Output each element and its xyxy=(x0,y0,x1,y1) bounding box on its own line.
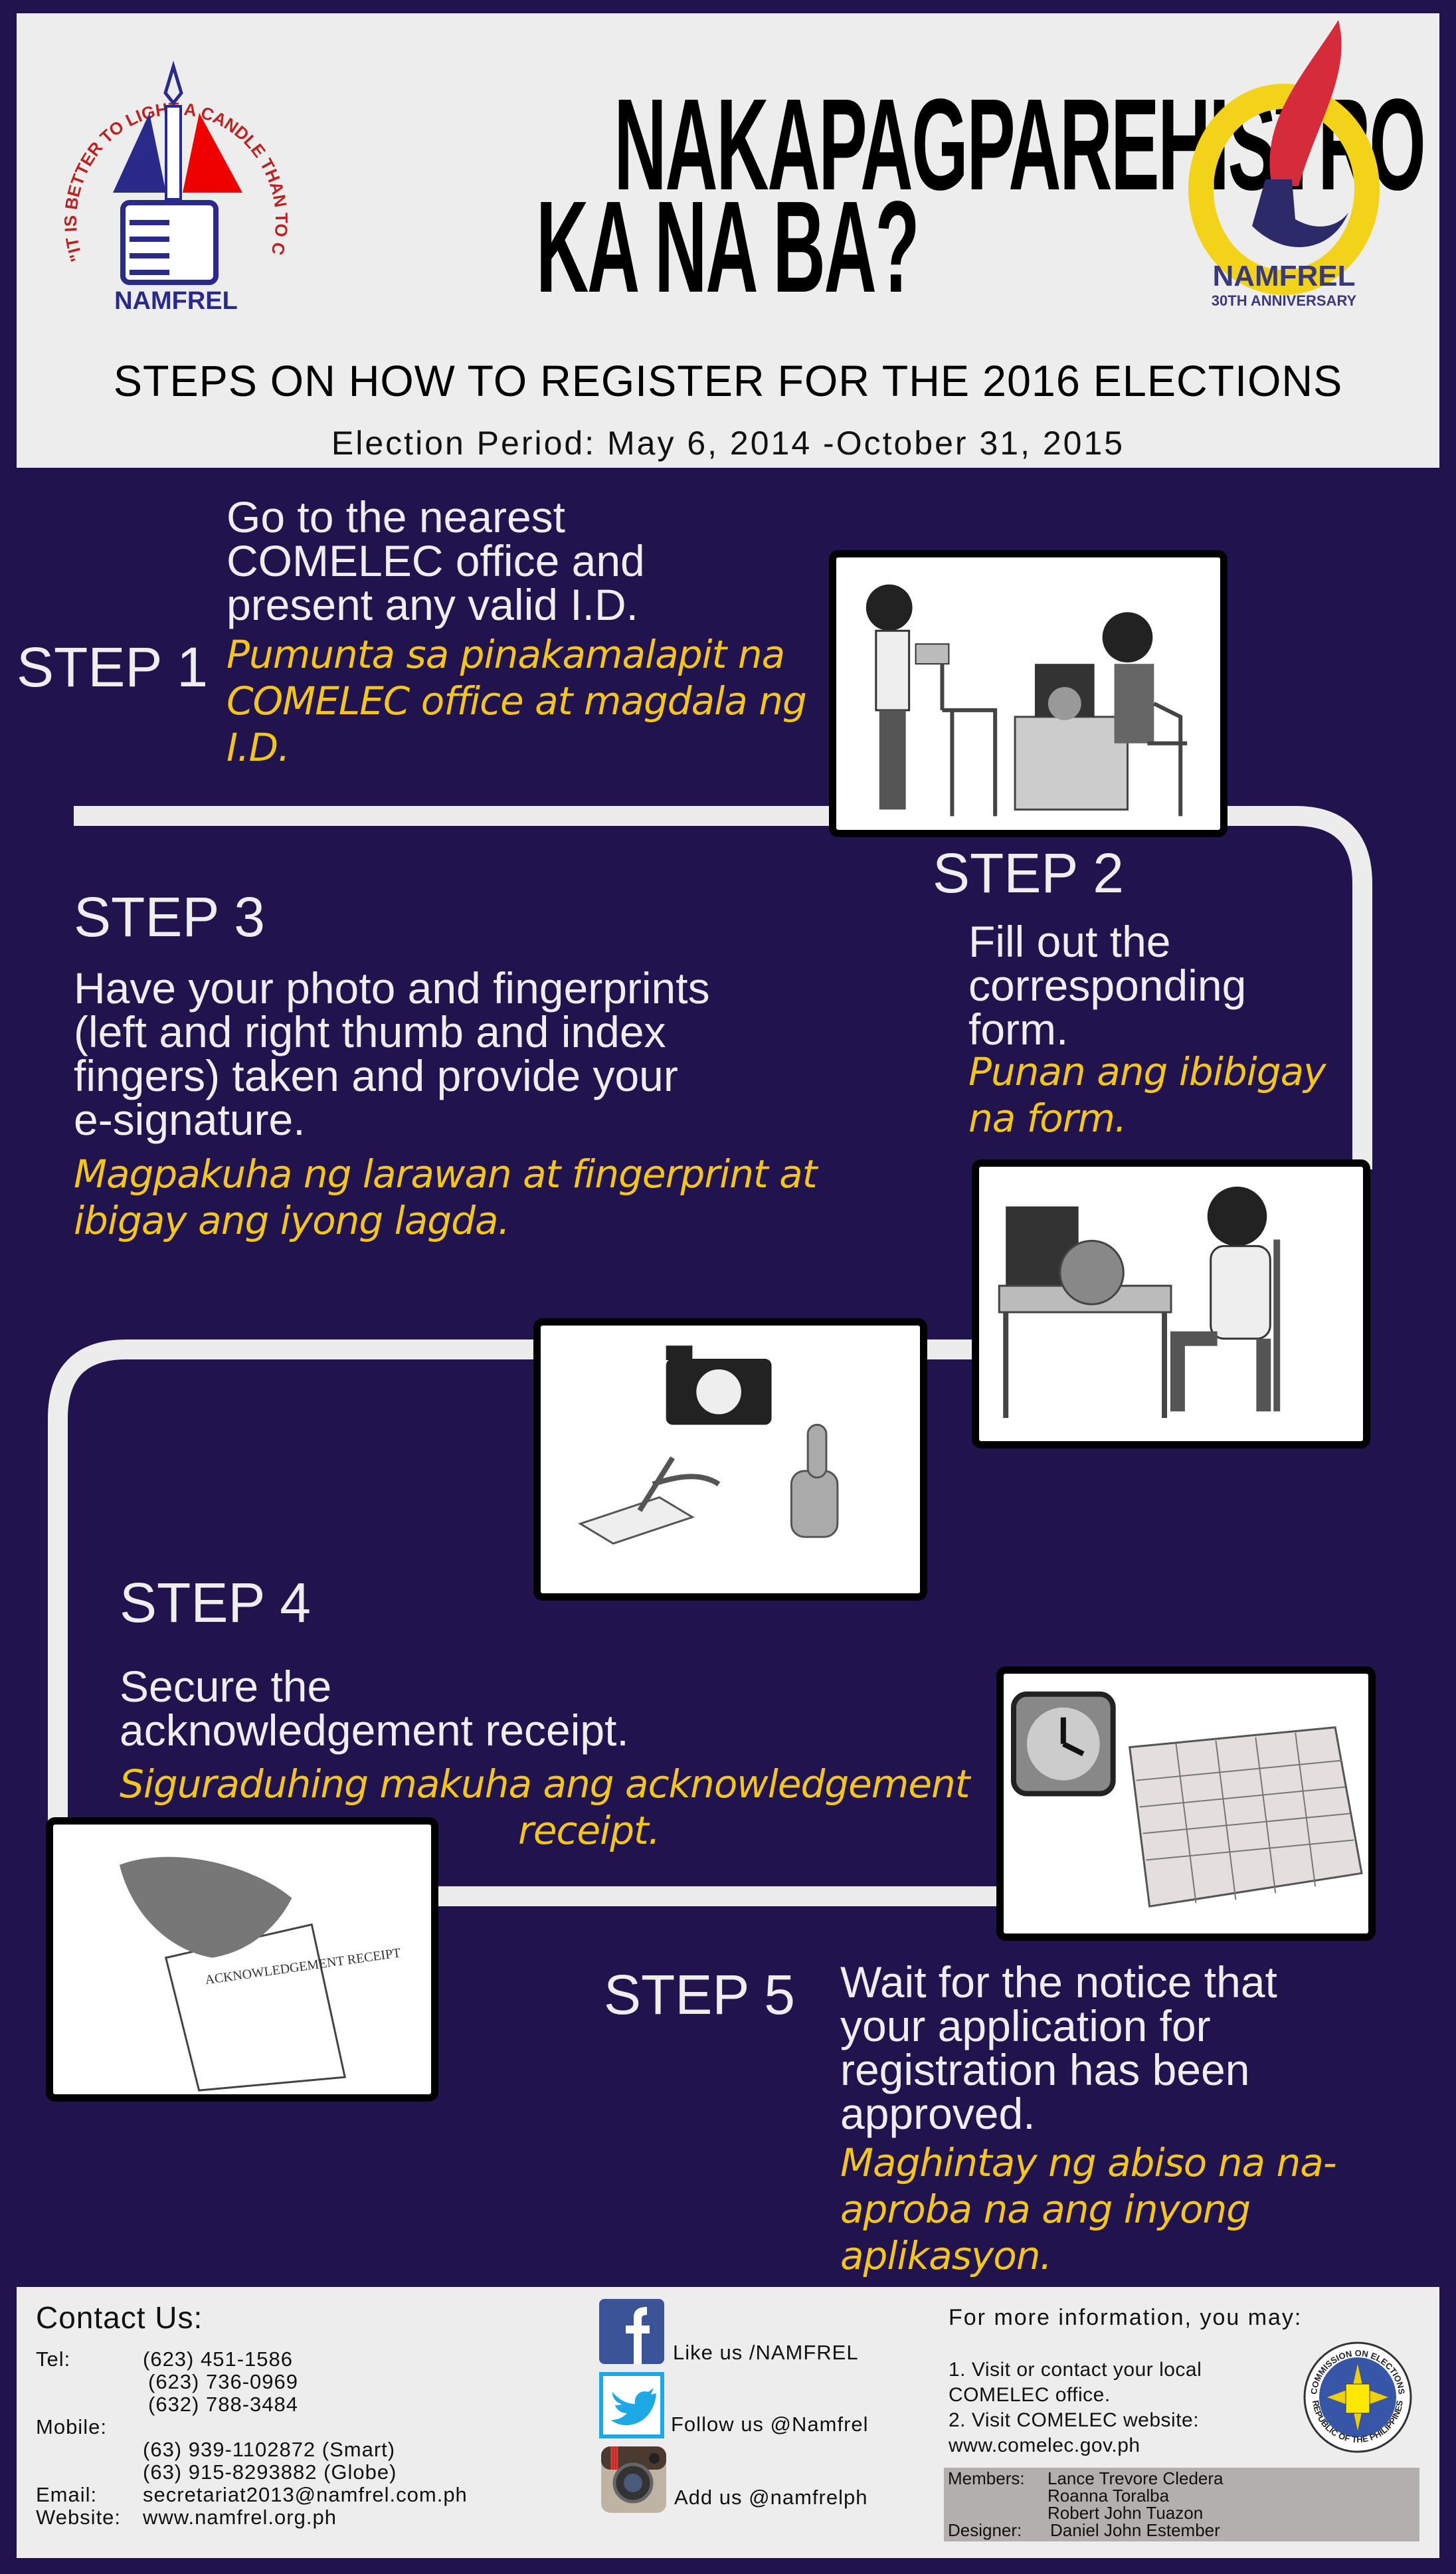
twitter-label[interactable]: Follow us @Namfrel xyxy=(671,2413,869,2436)
fill-form-illustration xyxy=(998,1186,1281,1419)
subtitle: STEPS ON HOW TO REGISTER FOR THE 2016 EL… xyxy=(113,356,1343,405)
step-5-label: STEP 5 xyxy=(604,1963,795,2026)
svg-text:30TH ANNIVERSARY: 30TH ANNIVERSARY xyxy=(1212,292,1357,309)
receipt-illustration: ACKNOWLEDGEMENT RECEIPT xyxy=(119,1856,402,2092)
members-label: Members: xyxy=(948,2468,1025,2488)
election-period: Election Period: May 6, 2014 -October 31… xyxy=(331,425,1125,462)
instagram-icon[interactable] xyxy=(601,2446,666,2513)
member-3: Robert John Tuazon xyxy=(1047,2503,1204,2523)
namfrel-30th-logo: NAMFREL 30TH ANNIVERSARY xyxy=(1188,20,1380,309)
title-line-2: KA NA BA? xyxy=(536,174,920,320)
namfrel-logo: "IT IS BETTER TO LIGHT A CANDLE THAN TO … xyxy=(50,40,292,315)
more-info-item-1: 1. Visit or contact your local xyxy=(949,2359,1202,2381)
mobile-2: (63) 915-8293882 (Globe) xyxy=(143,2460,397,2484)
footer-panel: Contact Us: Tel: (623) 451-1586 (623) 73… xyxy=(17,2287,1439,2558)
member-1: Lance Trevore Cledera xyxy=(1047,2468,1224,2488)
twitter-icon[interactable] xyxy=(599,2372,664,2438)
step-2-label: STEP 2 xyxy=(933,842,1124,904)
comelec-seal: COMMISSION ON ELECTIONS REPUBLIC OF THE … xyxy=(1303,2341,1412,2453)
step-4-illustration: ACKNOWLEDGEMENT RECEIPT xyxy=(46,1817,438,2102)
credits-box: Members: Lance Trevore Cledera Roanna To… xyxy=(944,2468,1419,2541)
instagram-label[interactable]: Add us @namfrelph xyxy=(674,2486,868,2509)
header-panel: "IT IS BETTER TO LIGHT A CANDLE THAN TO … xyxy=(17,13,1439,468)
step-5-illustration xyxy=(996,1666,1376,1941)
more-info-item-3: 2. Visit COMELEC website: xyxy=(949,2409,1200,2431)
more-info-item-2: COMELEC office. xyxy=(949,2384,1111,2406)
email-label: Email: xyxy=(36,2483,98,2506)
photo-fingerprint-illustration xyxy=(578,1345,839,1545)
facebook-label[interactable]: Like us /NAMFREL xyxy=(673,2341,859,2364)
comelec-website-link[interactable]: www.comelec.gov.ph xyxy=(949,2434,1140,2456)
member-2: Roanna Toralba xyxy=(1047,2486,1170,2506)
step-3-label: STEP 3 xyxy=(74,886,265,948)
step-3-illustration xyxy=(533,1318,927,1601)
comelec-office-illustration xyxy=(865,584,1188,817)
step-3-english: Have your photo and fingerprints(left an… xyxy=(74,963,710,1144)
facebook-icon[interactable] xyxy=(599,2299,664,2364)
tel-label: Tel: xyxy=(36,2347,71,2371)
step-1-illustration xyxy=(829,550,1228,837)
step-5-tagalog: Maghintay ng abiso na na-aproba na ang i… xyxy=(840,2140,1337,2278)
step-1-label: STEP 1 xyxy=(17,636,208,698)
designer-label: Designer: xyxy=(948,2520,1022,2540)
website-link[interactable]: www.namfrel.org.ph xyxy=(143,2506,337,2529)
step-4-label: STEP 4 xyxy=(120,1571,311,1634)
mobile-1: (63) 939-1102872 (Smart) xyxy=(143,2438,396,2461)
svg-text:NAMFREL: NAMFREL xyxy=(114,287,238,315)
website-label: Website: xyxy=(36,2506,122,2529)
tel-3: (632) 788-3484 xyxy=(148,2393,298,2416)
email-link[interactable]: secretariat2013@namfrel.com.ph xyxy=(143,2483,468,2506)
svg-text:NAMFREL: NAMFREL xyxy=(1212,260,1355,292)
step-2-illustration xyxy=(972,1159,1370,1448)
clock-calendar-illustration xyxy=(1010,1691,1363,1908)
mobile-label: Mobile: xyxy=(36,2415,107,2438)
designer-name: Daniel John Estember xyxy=(1050,2520,1220,2540)
tel-2: (623) 736-0969 xyxy=(148,2370,298,2393)
tel-1: (623) 451-1586 xyxy=(143,2347,293,2371)
contact-heading: Contact Us: xyxy=(36,2300,203,2335)
more-info-heading: For more information, you may: xyxy=(949,2305,1303,2330)
